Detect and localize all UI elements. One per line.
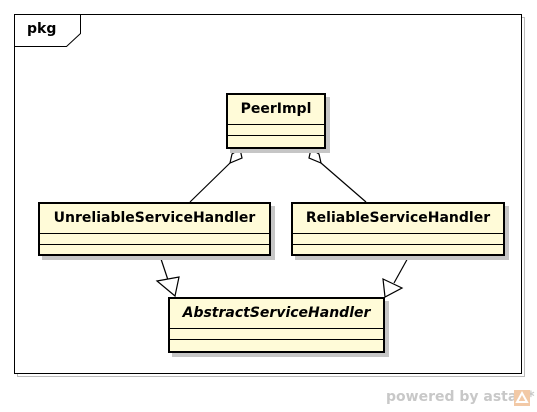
class-name: AbstractServiceHandler <box>170 299 383 329</box>
frame-label-tab <box>14 14 81 47</box>
attributes-compartment <box>40 234 269 245</box>
class-reliable-service-handler[interactable]: ReliableServiceHandler <box>291 202 505 256</box>
astah-logo-icon <box>514 390 530 406</box>
aggregation-line-unreliable <box>189 162 231 203</box>
operations-compartment <box>228 136 324 146</box>
class-peer-impl[interactable]: PeerImpl <box>226 93 326 149</box>
class-name: ReliableServiceHandler <box>293 204 503 234</box>
operations-compartment <box>40 245 269 255</box>
powered-by-watermark: powered by astah* <box>386 389 535 405</box>
class-unreliable-service-handler[interactable]: UnreliableServiceHandler <box>38 202 271 256</box>
frame-label: pkg <box>27 21 57 37</box>
attributes-compartment <box>228 125 324 136</box>
generalization-arrowhead-unreliable <box>155 276 180 298</box>
operations-compartment <box>170 340 383 350</box>
attributes-compartment <box>170 329 383 340</box>
generalization-arrowhead-reliable <box>382 277 404 298</box>
generalization-line-unreliable <box>159 255 169 281</box>
aggregation-diamond-reliable <box>308 148 322 164</box>
attributes-compartment <box>293 234 503 245</box>
class-abstract-service-handler[interactable]: AbstractServiceHandler <box>168 297 385 353</box>
aggregation-line-reliable <box>320 162 367 203</box>
class-name: UnreliableServiceHandler <box>40 204 269 234</box>
class-name: PeerImpl <box>228 95 324 125</box>
generalization-line-reliable <box>393 255 410 284</box>
operations-compartment <box>293 245 503 255</box>
aggregation-diamond-unreliable <box>229 148 243 164</box>
